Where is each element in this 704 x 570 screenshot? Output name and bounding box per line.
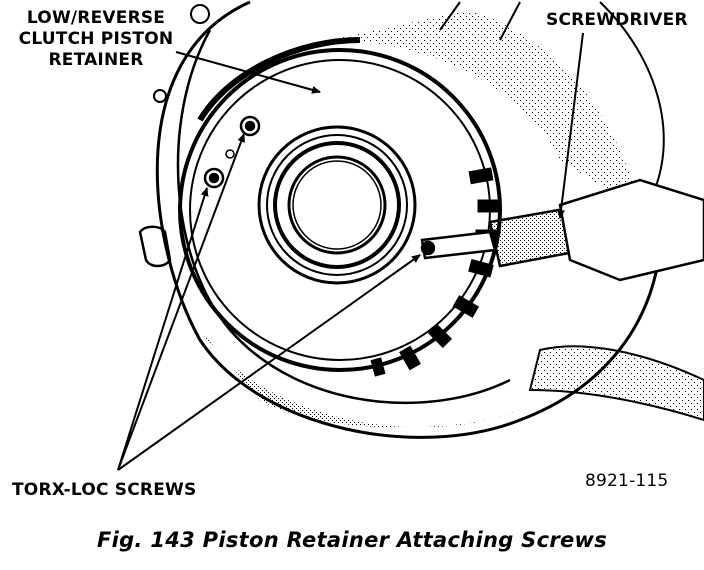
piston-retainer (178, 37, 502, 372)
screwdriver (420, 178, 704, 282)
retainer-label-line2: CLUTCH PISTON (18, 29, 174, 49)
retainer-label: LOW/REVERSE CLUTCH PISTON RETAINER (6, 8, 186, 71)
transmission-diagram (117, 0, 704, 471)
retainer-label-line1: LOW/REVERSE (26, 8, 166, 28)
clutch-fingers (370, 167, 501, 377)
torx-screws-label: TORX-LOC SCREWS (12, 480, 197, 500)
torx-screw-lower (203, 167, 225, 189)
figure-number: 8921-115 (585, 471, 669, 491)
torx-screw-upper (239, 115, 261, 137)
retainer-label-line3: RETAINER (48, 50, 144, 70)
center-hub (257, 125, 417, 285)
illustration: LOW/REVERSE CLUTCH PISTON RETAINER SCREW… (6, 0, 704, 500)
screwdriver-label: SCREWDRIVER (546, 10, 688, 30)
figure-caption: Fig. 143 Piston Retainer Attaching Screw… (96, 528, 608, 552)
leader-lines (117, 32, 584, 471)
